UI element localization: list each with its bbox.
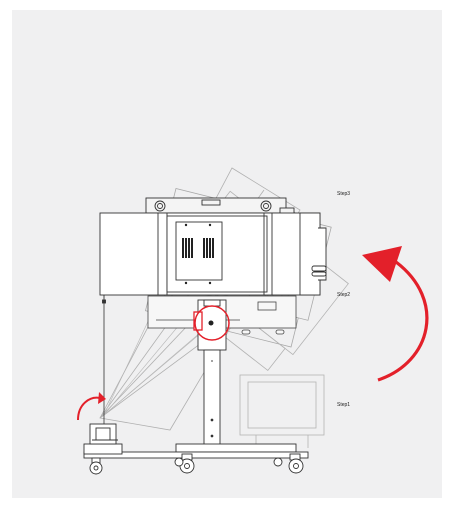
step1-label: Step1 [337,402,351,408]
pivot-clamp [193,299,221,331]
caster-wheels [89,453,304,475]
step2-label: Step2 [337,292,351,298]
rotation-arrow-head [362,246,402,282]
vent-grille-right [203,238,214,258]
ghost-lower-box [239,374,325,448]
vent-grille-left [182,238,193,258]
stand-base [83,423,309,459]
pivot-highlight-circle [194,305,230,341]
step3-label: Step3 [337,191,351,197]
crank-arrow-icon [77,396,101,421]
crank-arrow-head [98,392,106,404]
left-stop-pin [102,295,106,304]
rotation-arrow-icon [377,260,429,382]
top-handle-frame [145,197,295,215]
housing-screws [184,223,212,285]
side-panel [299,212,327,296]
